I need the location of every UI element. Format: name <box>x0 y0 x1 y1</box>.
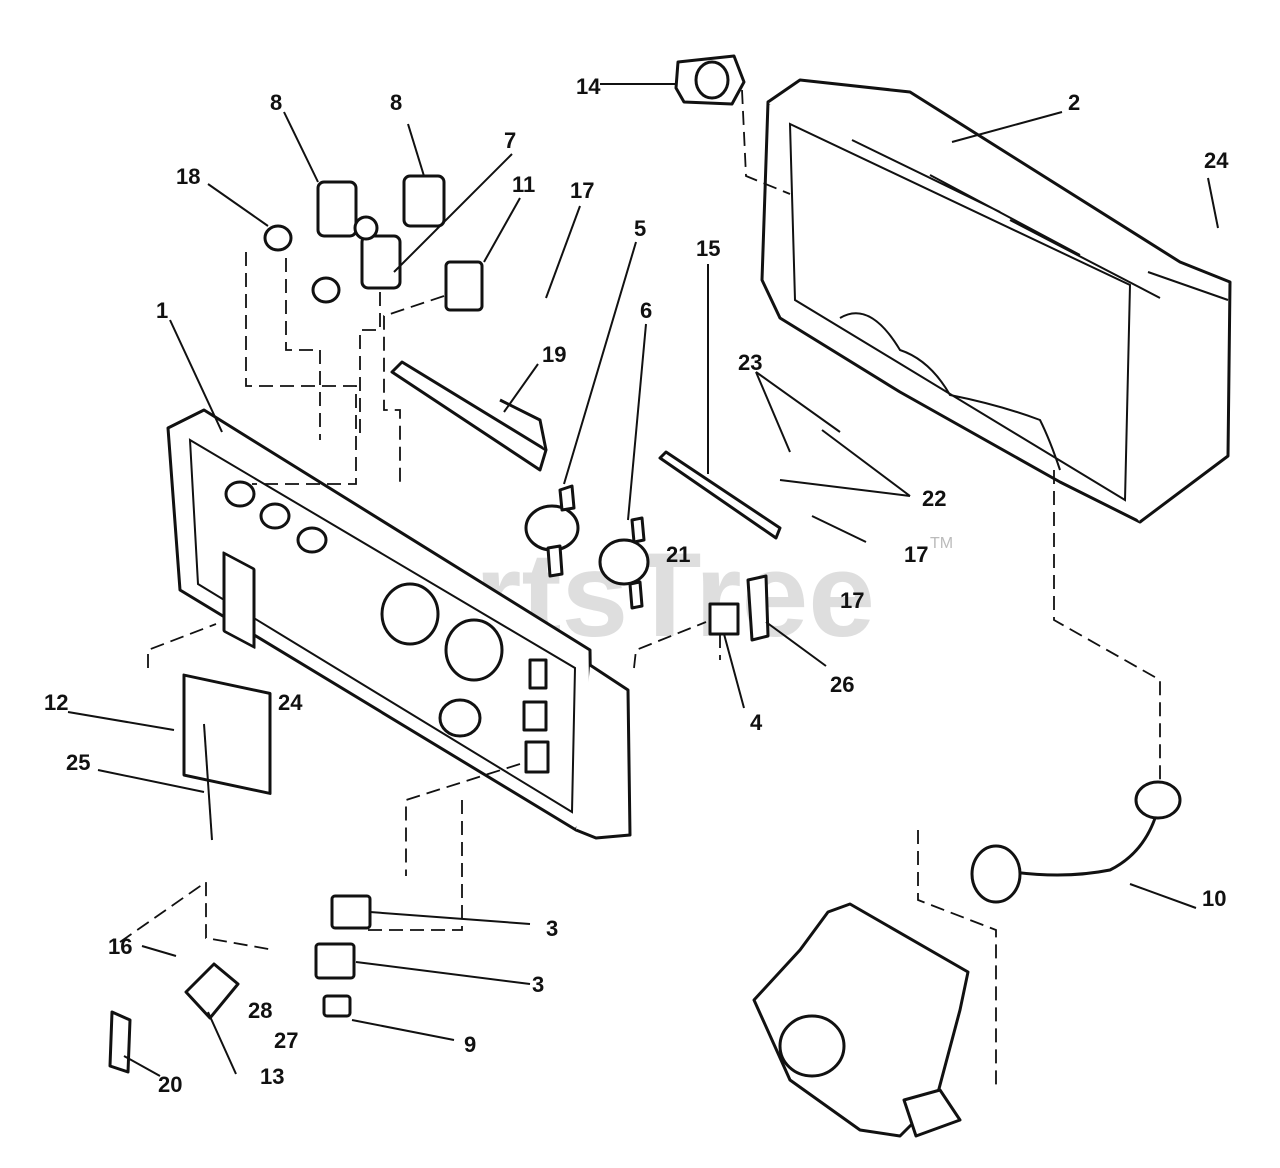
callout-10: 10 <box>1202 886 1226 911</box>
callout-16: 16 <box>108 934 132 959</box>
callout-20: 20 <box>158 1072 182 1097</box>
callout-21: 21 <box>666 542 690 567</box>
assembly-lines <box>119 89 1161 1090</box>
callout-25: 25 <box>66 750 90 775</box>
bracket-13 <box>184 962 240 1020</box>
control-panel <box>166 408 632 840</box>
callout-26: 26 <box>830 672 854 697</box>
callout-22: 22 <box>922 486 946 511</box>
bracket-19 <box>390 360 548 472</box>
outlet-3-upper <box>330 894 372 930</box>
watermark-trademark: TM <box>930 535 953 552</box>
callout-24-top: 24 <box>1204 148 1229 173</box>
callout-17-lower: 17 <box>840 588 864 613</box>
callout-8-right: 8 <box>390 90 402 115</box>
block-4 <box>708 602 740 636</box>
callout-1: 1 <box>156 298 168 323</box>
callouts: 1 2 3 3 4 5 6 7 8 8 9 10 11 12 13 14 15 … <box>44 74 1229 1097</box>
outlet-3-lower <box>314 942 356 980</box>
callout-14: 14 <box>576 74 601 99</box>
leader-lines <box>67 83 1219 1077</box>
callout-15: 15 <box>696 236 720 261</box>
callout-28: 28 <box>248 998 272 1023</box>
callout-2: 2 <box>1068 90 1080 115</box>
callout-13: 13 <box>260 1064 284 1089</box>
cable-10 <box>970 780 1182 904</box>
callout-3-upper: 3 <box>546 916 558 941</box>
receptacle-5 <box>524 484 580 578</box>
callout-8-left: 8 <box>270 90 282 115</box>
callout-9: 9 <box>464 1032 476 1057</box>
receptacle-6 <box>598 516 650 610</box>
callout-5: 5 <box>634 216 646 241</box>
bracket-20 <box>108 1010 132 1074</box>
callout-12: 12 <box>44 690 68 715</box>
grommet-14 <box>674 54 746 106</box>
callout-19: 19 <box>542 342 566 367</box>
callout-17-middle: 17 <box>904 542 928 567</box>
callout-7: 7 <box>504 128 516 153</box>
cover-plate-12 <box>182 673 272 841</box>
callout-17-top: 17 <box>570 178 594 203</box>
strap-15 <box>658 450 782 540</box>
breaker-9 <box>322 994 352 1018</box>
callout-6: 6 <box>640 298 652 323</box>
callout-27: 27 <box>274 1028 298 1053</box>
callout-18: 18 <box>176 164 200 189</box>
callout-24-left: 24 <box>278 690 303 715</box>
callout-23: 23 <box>738 350 762 375</box>
callout-4: 4 <box>750 710 763 735</box>
rear-cover <box>760 78 1232 524</box>
fan-shroud <box>752 902 970 1138</box>
callout-11: 11 <box>512 172 535 197</box>
callout-3-lower: 3 <box>532 972 544 997</box>
switches <box>263 174 484 312</box>
plate-26 <box>746 574 770 642</box>
